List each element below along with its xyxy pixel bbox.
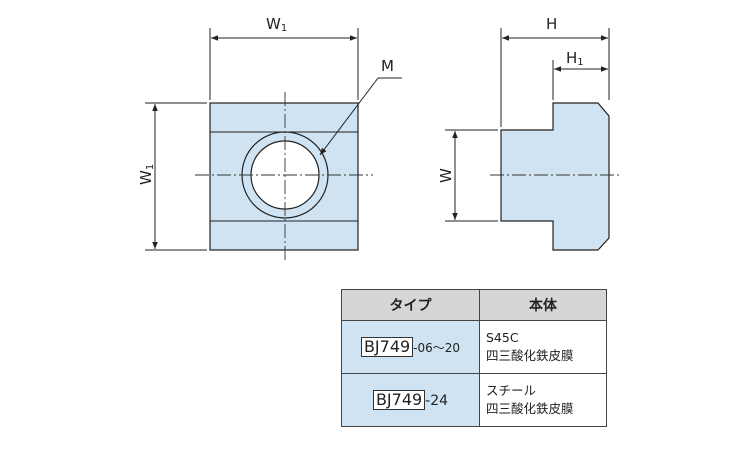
product-code: BJ749	[372, 390, 426, 410]
dimension-w-label: W	[437, 168, 455, 183]
dimension-h: H	[500, 15, 610, 127]
spec-table: タイプ 本体 BJ749-06～20 S45C 四三酸化鉄皮膜 BJ749-24…	[341, 289, 607, 427]
body-finish: 四三酸化鉄皮膜	[486, 348, 574, 363]
dimension-w1-left-label: W1	[137, 164, 156, 185]
dimension-w1-left: W1	[137, 102, 207, 251]
header-type: タイプ	[341, 289, 480, 321]
thread-label: M	[381, 57, 394, 75]
type-cell: BJ749-06～20	[341, 320, 480, 374]
dimension-w1-top-label: W1	[266, 15, 287, 34]
table-row: BJ749-24 スチール 四三酸化鉄皮膜	[341, 373, 607, 427]
product-code: BJ749	[360, 337, 414, 357]
dimension-w1-top: W1	[209, 15, 359, 100]
dimension-w: W	[437, 129, 498, 222]
side-view-body	[500, 102, 610, 251]
body-material: スチール	[486, 383, 537, 398]
code-suffix: -06～20	[413, 341, 461, 355]
table-row: BJ749-06～20 S45C 四三酸化鉄皮膜	[341, 320, 607, 374]
dimension-h1: H1	[552, 49, 608, 100]
thread-leader: M	[319, 57, 402, 156]
type-cell: BJ749-24	[341, 373, 480, 427]
dimension-h1-label: H1	[566, 49, 584, 68]
spec-table-header-row: タイプ 本体	[341, 289, 607, 321]
code-suffix: -24	[425, 393, 449, 409]
header-body: 本体	[479, 289, 607, 321]
body-cell: スチール 四三酸化鉄皮膜	[479, 373, 607, 427]
technical-drawing: W1 W1 M H H1 W	[137, 15, 620, 261]
side-view	[490, 102, 620, 251]
body-material: S45C	[486, 330, 519, 345]
dimension-h-label: H	[546, 15, 557, 33]
front-view	[195, 92, 373, 261]
body-finish: 四三酸化鉄皮膜	[486, 401, 574, 416]
body-cell: S45C 四三酸化鉄皮膜	[479, 320, 607, 374]
